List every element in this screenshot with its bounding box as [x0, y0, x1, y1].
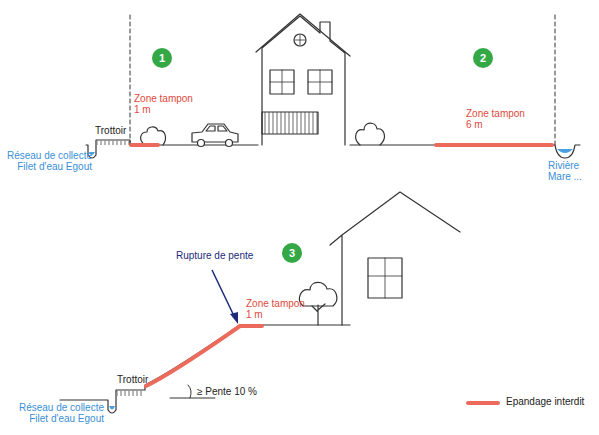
- round-window: [294, 34, 306, 46]
- bush: [141, 127, 166, 145]
- roof: [256, 14, 350, 56]
- callout-circle: 2: [473, 48, 493, 68]
- tree-trunk: [312, 304, 325, 325]
- network-label: Réseau de collecte Filet d'eau Egout: [2, 150, 92, 172]
- buffer-zone: [436, 143, 552, 147]
- sidewalk-label: Trottoir: [117, 374, 177, 385]
- buffer-zone: [146, 326, 262, 386]
- tree-crown: [299, 282, 336, 306]
- leader-arrow: [212, 270, 235, 318]
- water: [557, 149, 573, 153]
- property-limit: [555, 15, 556, 145]
- callout-number: 2: [480, 52, 486, 64]
- ground-line: [86, 140, 258, 158]
- sidewalk-hatch: [97, 141, 129, 145]
- car-window: [206, 126, 227, 131]
- buffer-label: Zone tampon 1 m: [134, 93, 200, 115]
- slope-angle: [188, 385, 191, 398]
- arrow-head: [230, 312, 238, 324]
- buffer-label: Zone tampon 1 m: [246, 298, 312, 320]
- buffer-zone: [131, 143, 158, 147]
- bush: [356, 123, 385, 145]
- callout-circle: 1: [152, 48, 172, 68]
- property-limit: [130, 15, 131, 145]
- water: [109, 406, 115, 410]
- network-label: Réseau de collecte Filet d'eau Egout: [14, 402, 104, 424]
- legend-text: Epandage interdit: [506, 396, 584, 407]
- house: [330, 192, 460, 325]
- legend-line-sample: [466, 401, 500, 405]
- horizontal-reference: [170, 398, 215, 399]
- callout-number: 3: [289, 247, 295, 259]
- car: [192, 124, 238, 142]
- slope-break-label: Rupture de pente: [176, 250, 286, 261]
- window: [368, 258, 402, 298]
- water-label: Rivière Mare ...: [548, 160, 588, 182]
- sidewalk-label: Trottoir: [95, 125, 155, 136]
- window: [270, 70, 294, 94]
- window: [308, 70, 332, 94]
- sidewalk-hatch: [117, 391, 144, 396]
- garage-door: [262, 112, 318, 134]
- car-wheel: [198, 140, 205, 147]
- callout-circle: 3: [282, 243, 302, 263]
- slope-label: ≥ Pente 10 %: [197, 386, 277, 397]
- ground-line: [350, 145, 580, 158]
- car-wheel: [226, 140, 233, 147]
- buffer-label: Zone tampon 6 m: [466, 108, 532, 130]
- ground-line: [60, 325, 350, 413]
- callout-number: 1: [159, 52, 165, 64]
